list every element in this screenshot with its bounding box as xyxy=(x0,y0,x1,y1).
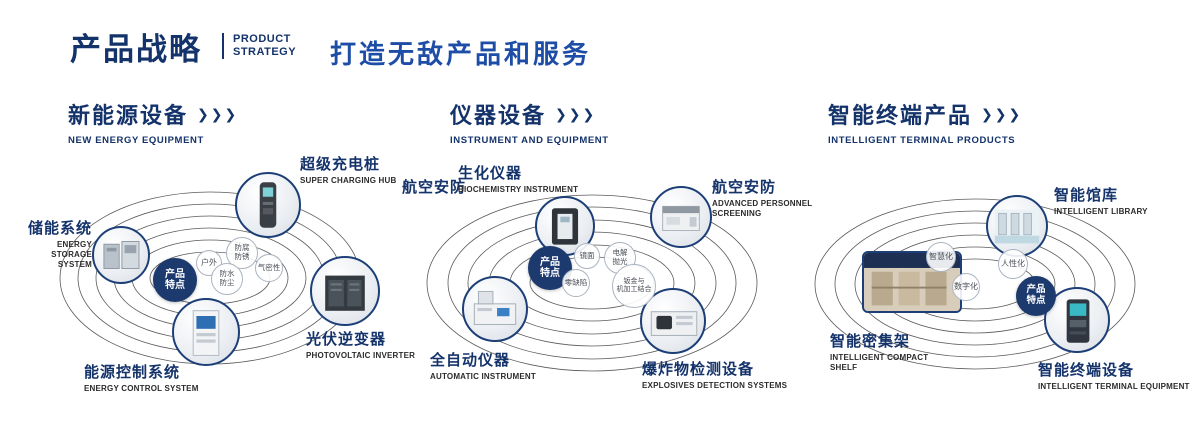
product-label-biochemistry: 生化仪器 BIOCHEMISTRY INSTRUMENT xyxy=(458,165,579,194)
section-header-new-energy: 新能源设备 ❯❯❯ NEW ENERGY EQUIPMENT xyxy=(68,98,238,146)
product-photo-pv-inverter xyxy=(310,256,380,326)
control-cabinet-icon xyxy=(192,310,220,356)
product-label-terminal-equipment: 智能终端设备 INTELLIGENT TERMINAL EQUIPMENT xyxy=(1038,362,1190,391)
triple-arrow-icon: ❯❯❯ xyxy=(981,105,1023,122)
feature-bubble: 智慧化 xyxy=(926,242,956,272)
feature-bubble: 气密性 xyxy=(255,254,283,282)
section-header-instruments: 仪器设备 ❯❯❯ INSTRUMENT AND EQUIPMENT xyxy=(450,98,609,146)
feature-bubble: 人性化 xyxy=(998,249,1028,279)
pv-inverter-icon xyxy=(325,275,365,311)
section-title: 新能源设备 xyxy=(68,103,189,128)
product-label-compact-shelf: 智能密集架 INTELLIGENT COMPACT SHELF xyxy=(830,333,929,372)
section-title: 仪器设备 xyxy=(450,103,547,128)
product-label-automatic-instrument: 全自动仪器 AUTOMATIC INSTRUMENT xyxy=(430,352,536,381)
product-photo-energy-control xyxy=(172,298,240,366)
page-title-en: PRODUCT STRATEGY xyxy=(222,33,296,59)
feature-bubble: 数字化 xyxy=(952,273,980,301)
feature-bubble: 零缺陷 xyxy=(562,269,590,297)
product-photo-automatic-instrument xyxy=(462,276,528,342)
product-label-intelligent-library: 智能馆库 INTELLIGENT LIBRARY xyxy=(1054,187,1148,216)
feature-bubble: 防水 防尘 xyxy=(211,263,243,295)
product-label-charging-hub: 超级充电桩 SUPER CHARGING HUB xyxy=(300,156,397,185)
section-header-intelligent-terminal: 智能终端产品 ❯❯❯ INTELLIGENT TERMINAL PRODUCTS xyxy=(828,98,1022,146)
feature-bubble: 镜面 xyxy=(574,243,600,269)
product-photo-personnel-screening xyxy=(650,186,712,248)
section-subtitle: NEW ENERGY EQUIPMENT xyxy=(68,135,204,146)
product-label-explosives-detection: 爆炸物检测设备 EXPLOSIVES DETECTION SYSTEMS xyxy=(642,361,788,390)
section-title: 智能终端产品 xyxy=(828,103,973,128)
terminal-kiosk-icon xyxy=(1066,299,1090,343)
triple-arrow-icon: ❯❯❯ xyxy=(555,105,597,122)
product-label-energy-control: 能源控制系统 ENERGY CONTROL SYSTEM xyxy=(84,364,199,393)
product-label-personnel-screening: 航空安防 ADVANCED PERSONNEL SCREENING xyxy=(712,179,813,218)
product-photo-energy-storage xyxy=(92,226,150,284)
product-label-energy-storage: 储能系统 ENERGY STORAGE SYSTEM xyxy=(27,220,92,269)
personnel-screening-icon xyxy=(662,205,700,232)
explosives-detection-icon xyxy=(650,311,698,336)
product-label-pv-inverter: 光伏逆变器 PHOTOVOLTAIC INVERTER xyxy=(306,331,416,360)
tagline: 打造无敌产品和服务 xyxy=(330,39,592,69)
product-photo-charging-hub xyxy=(235,172,301,238)
section-subtitle: INTELLIGENT TERMINAL PRODUCTS xyxy=(828,135,1016,146)
triple-arrow-icon: ❯❯❯ xyxy=(197,105,239,122)
library-room-icon xyxy=(994,209,1040,244)
automatic-instrument-icon xyxy=(473,290,517,326)
feature-bubble: 钣金与 机加工结合 xyxy=(612,264,656,308)
feature-badge: 产品 特点 xyxy=(153,258,197,302)
charging-pile-icon xyxy=(259,182,277,228)
page-title: 产品战略 xyxy=(70,32,202,67)
product-photo-intelligent-library xyxy=(986,195,1048,257)
section-subtitle: INSTRUMENT AND EQUIPMENT xyxy=(450,135,609,146)
feature-badge: 产品 特点 xyxy=(1016,276,1056,316)
product-label-aviation-security: 航空安防 xyxy=(402,179,467,196)
storage-cabinets-icon xyxy=(103,241,140,269)
biochemistry-instrument-icon xyxy=(551,208,579,245)
